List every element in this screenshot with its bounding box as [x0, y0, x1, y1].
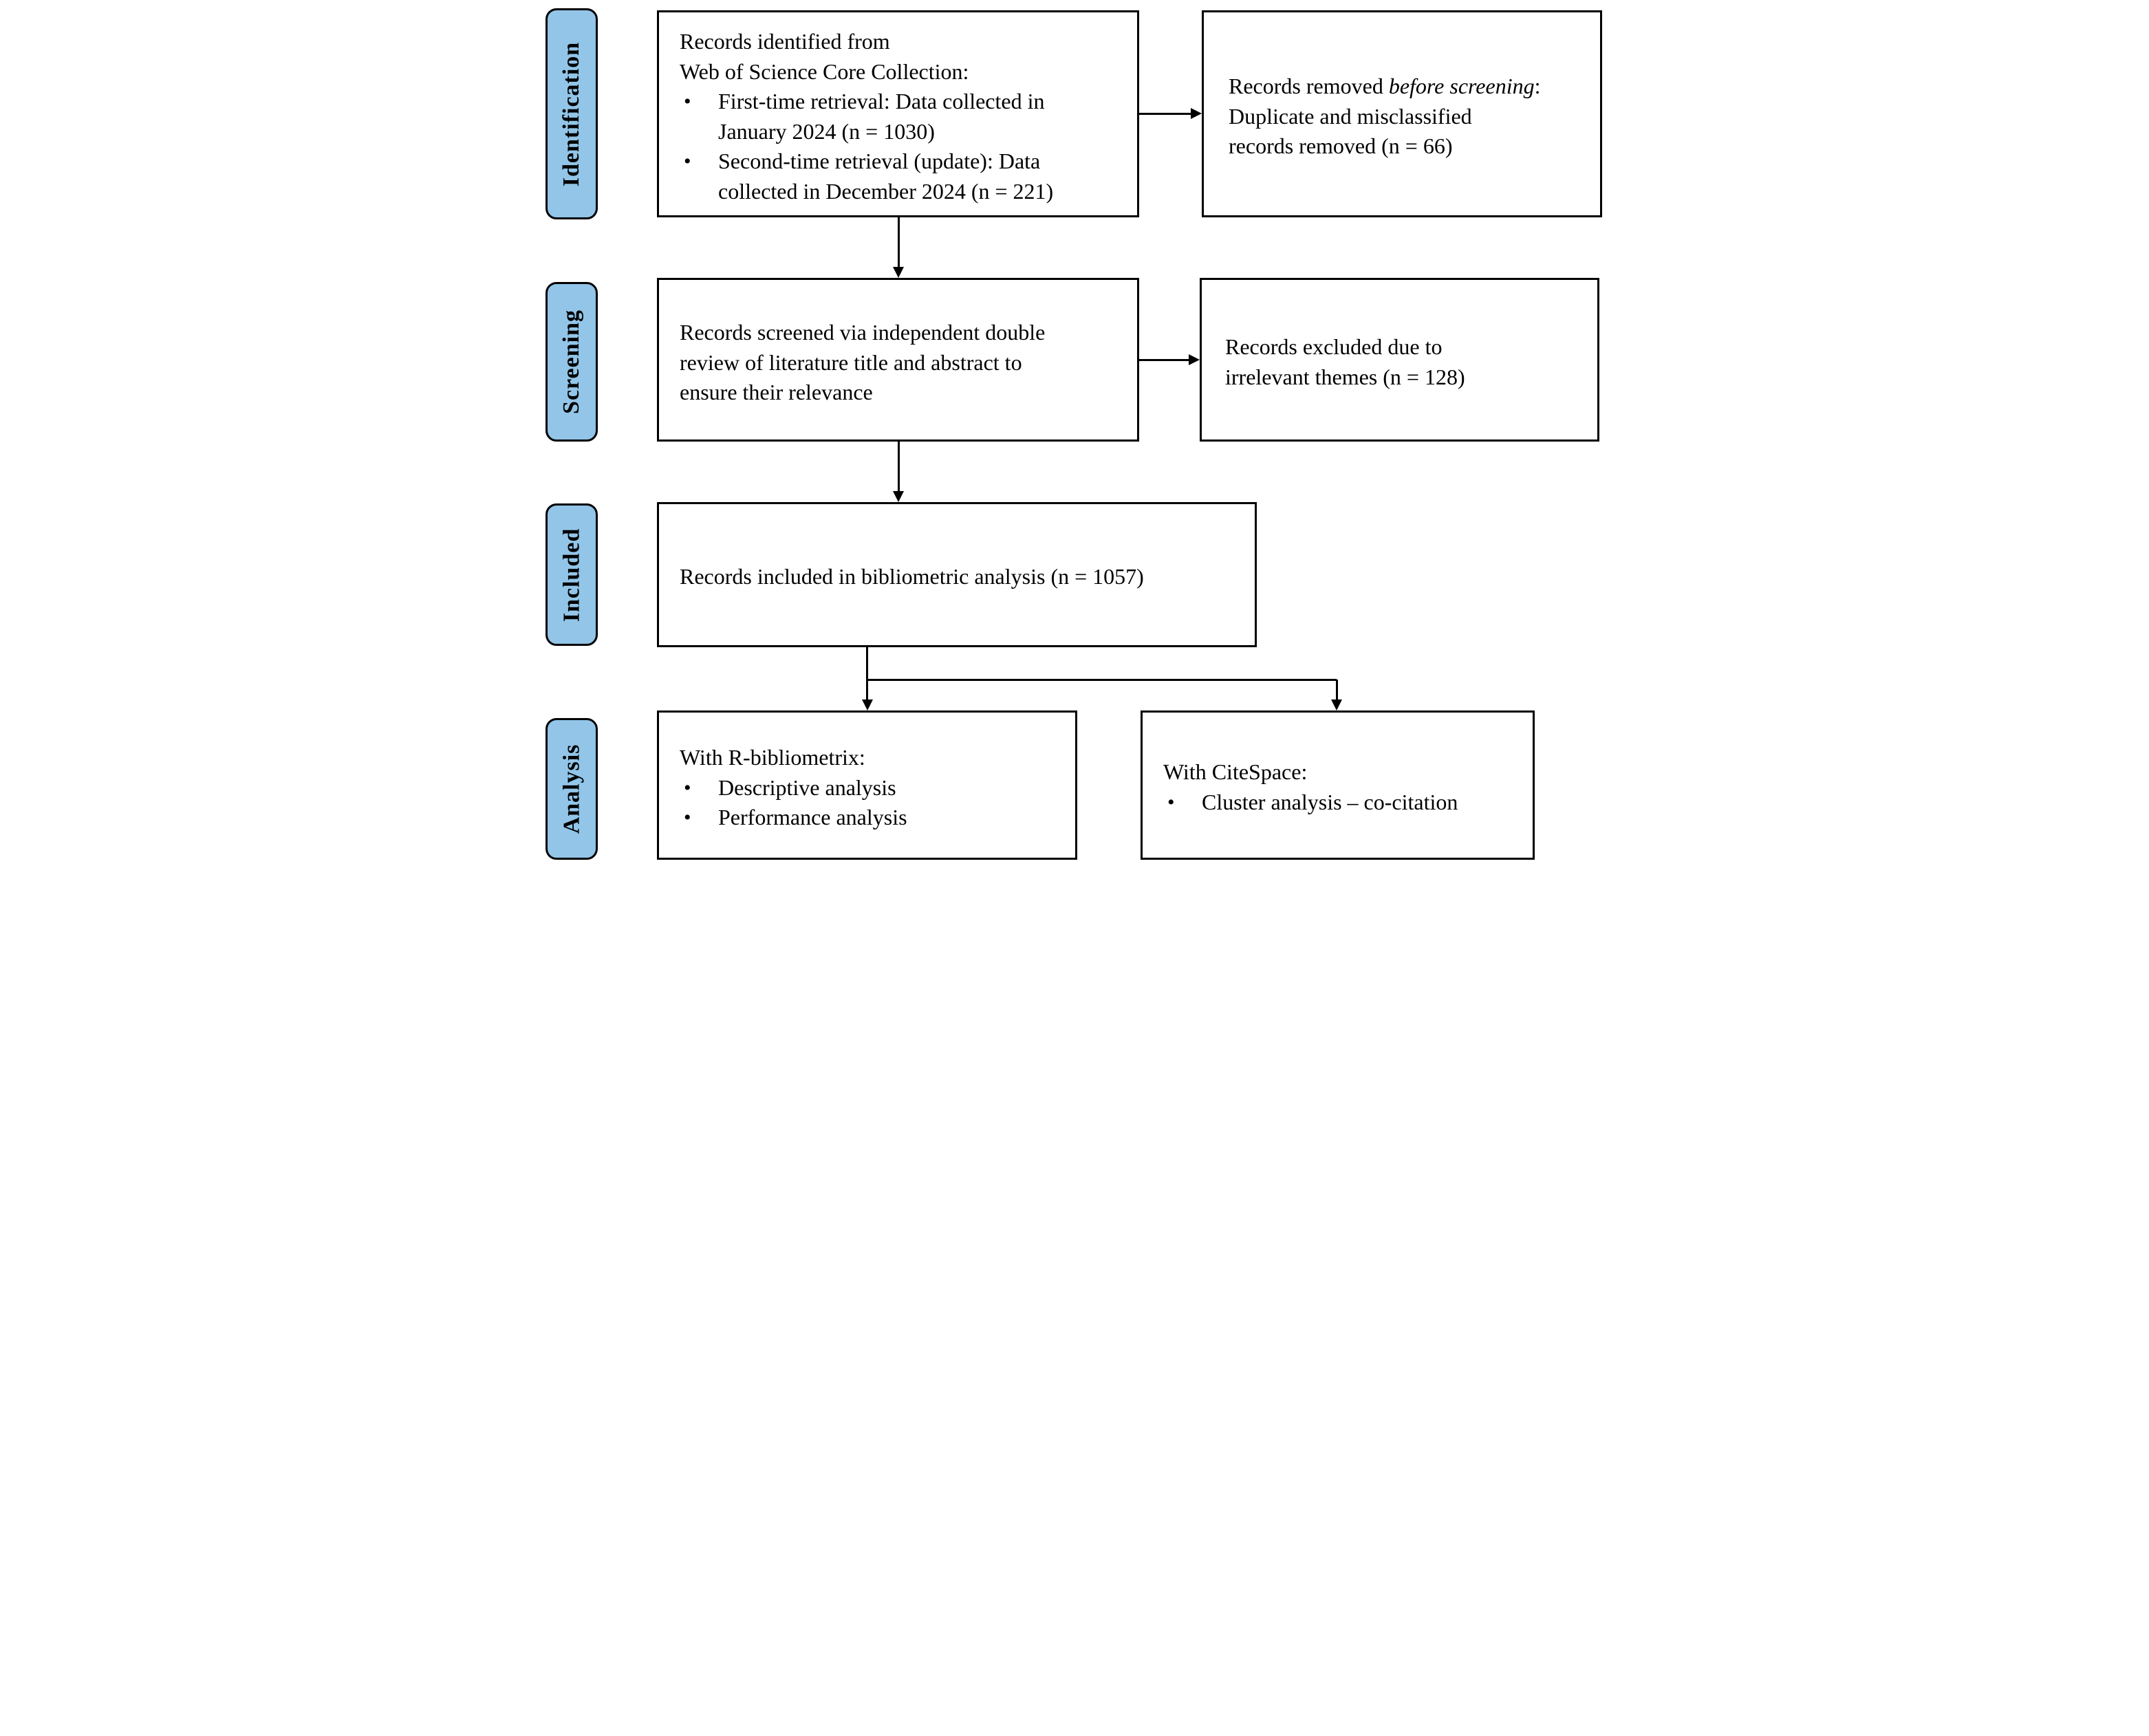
prisma-flow-diagram: Identification Screening Included Analys…	[537, 0, 1612, 868]
cluster-analysis-bullet: • Cluster analysis – co-citation	[1163, 788, 1522, 818]
citespace-title: With CiteSpace:	[1163, 759, 1308, 784]
first-retrieval-line-1: First-time retrieval: Data collected in	[718, 89, 1045, 113]
first-retrieval-line-2: January 2024 (n = 1030)	[718, 118, 935, 144]
descriptive-analysis-bullet: • Descriptive analysis	[680, 773, 1065, 803]
stage-label-identification: Identification	[546, 8, 598, 219]
bullet-icon: •	[684, 150, 691, 173]
records-removed-line-1: Records removed before screening:	[1229, 72, 1590, 102]
first-retrieval-bullet: • First-time retrieval: Data collected i…	[680, 87, 1127, 147]
performance-analysis-bullet: • Performance analysis	[680, 803, 1065, 833]
arrow-screened-to-included-line	[897, 442, 900, 492]
box-records-screened: Records screened via independent double …	[657, 278, 1139, 442]
arrowhead-into-citespace	[1331, 699, 1342, 710]
performance-analysis-label: Performance analysis	[718, 805, 907, 829]
arrow-screened-to-excluded-line	[1139, 358, 1190, 361]
box-analysis-r-bibliometrix: With R-bibliometrix: • Descriptive analy…	[657, 710, 1077, 860]
stage-label-identification-text: Identification	[559, 41, 585, 186]
records-excluded-line-2: irrelevant themes (n = 128)	[1225, 364, 1465, 389]
records-removed-italic: before screening	[1388, 74, 1535, 98]
bullet-icon: •	[684, 806, 691, 829]
connector-split-horizontal-line	[866, 678, 1337, 681]
stage-label-screening: Screening	[546, 282, 598, 442]
stage-label-included: Included	[546, 503, 598, 646]
arrowhead-screened-to-excluded	[1189, 354, 1200, 365]
r-bibliometrix-title: With R-bibliometrix:	[680, 745, 865, 770]
box-analysis-citespace: With CiteSpace: • Cluster analysis – co-…	[1141, 710, 1535, 860]
arrowhead-screened-to-included	[893, 491, 904, 502]
arrowhead-identified-to-removed	[1191, 108, 1202, 119]
records-removed-line-2: Duplicate and misclassified	[1229, 103, 1472, 129]
second-retrieval-bullet: • Second-time retrieval (update): Data c…	[680, 147, 1127, 206]
box-records-included: Records included in bibliometric analysi…	[657, 502, 1257, 647]
second-retrieval-line-2: collected in December 2024 (n = 221)	[718, 178, 1054, 204]
records-removed-line-3: records removed (n = 66)	[1229, 133, 1453, 158]
arrow-identified-to-screened-line	[897, 217, 900, 268]
box-records-identified: Records identified from Web of Science C…	[657, 10, 1139, 217]
records-identified-line-1: Records identified from	[680, 29, 890, 54]
arrowhead-into-r-bibliometrix	[861, 699, 873, 710]
connector-citespace-drop-line	[1335, 680, 1338, 699]
bullet-icon: •	[684, 776, 691, 799]
records-removed-normal: Records removed	[1229, 74, 1383, 98]
records-screened-line-3: ensure their relevance	[680, 380, 873, 404]
bullet-icon: •	[684, 90, 691, 113]
bullet-icon: •	[1167, 790, 1175, 814]
arrowhead-identified-to-screened	[893, 267, 904, 278]
stage-label-screening-text: Screening	[559, 310, 584, 414]
records-included-line-1: Records included in bibliometric analysi…	[680, 564, 1144, 589]
box-records-removed: Records removed before screening: Duplic…	[1202, 10, 1602, 217]
stage-label-analysis: Analysis	[546, 718, 598, 860]
records-identified-line-2: Web of Science Core Collection:	[680, 58, 969, 84]
descriptive-analysis-label: Descriptive analysis	[718, 774, 896, 800]
second-retrieval-line-1: Second-time retrieval (update): Data	[718, 149, 1041, 173]
box-records-excluded: Records excluded due to irrelevant theme…	[1200, 278, 1599, 442]
cluster-analysis-label: Cluster analysis – co-citation	[1202, 789, 1458, 814]
records-excluded-line-1: Records excluded due to	[1225, 334, 1443, 359]
records-removed-punct: :	[1534, 74, 1541, 98]
stage-label-analysis-text: Analysis	[559, 744, 585, 834]
connector-included-drop-line	[866, 647, 868, 699]
arrow-identified-to-removed-line	[1139, 112, 1192, 115]
records-screened-line-1: Records screened via independent double	[680, 320, 1046, 345]
records-screened-line-2: review of literature title and abstract …	[680, 349, 1022, 375]
stage-label-included-text: Included	[559, 528, 584, 622]
